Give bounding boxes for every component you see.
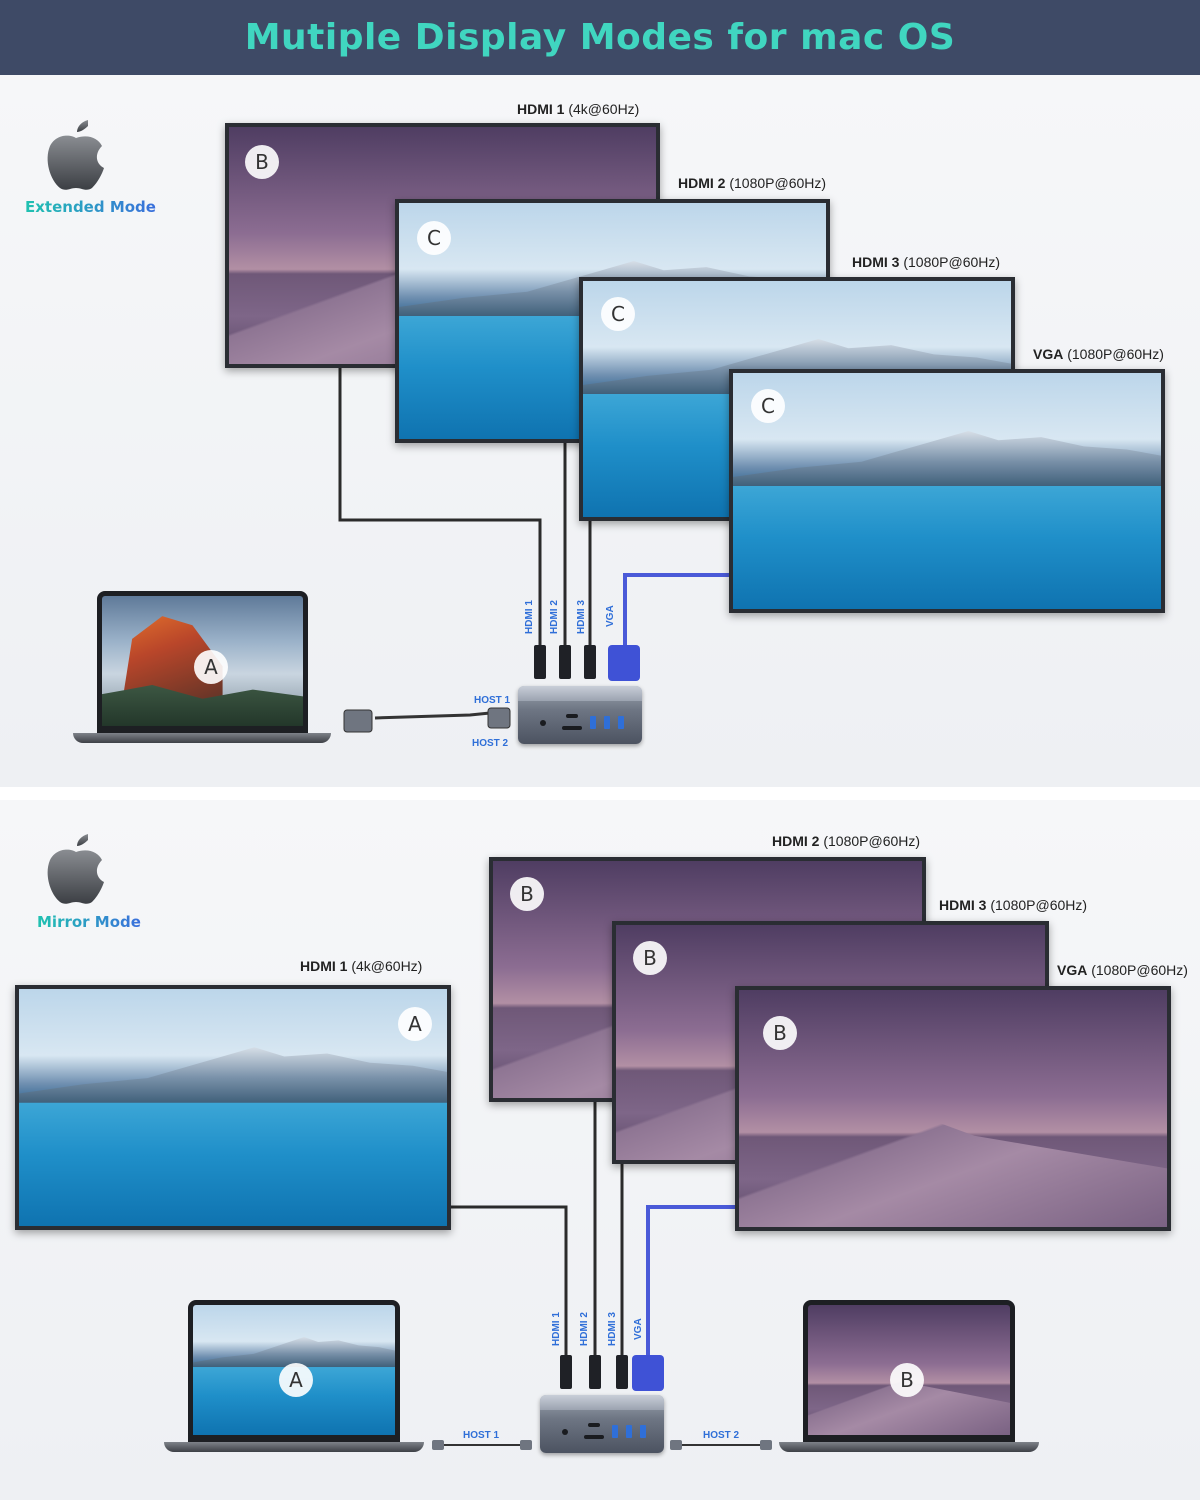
page-title: Mutiple Display Modes for mac OS bbox=[244, 17, 956, 58]
macbook: A bbox=[97, 591, 308, 733]
screen-badge: B bbox=[890, 1363, 924, 1397]
macbook-left-base bbox=[164, 1442, 424, 1452]
screen-badge: C bbox=[601, 297, 635, 331]
mirror-mode-label: Mirror Mode bbox=[37, 913, 141, 931]
screen-badge: A bbox=[194, 650, 228, 684]
header-banner: Mutiple Display Modes for mac OS bbox=[0, 0, 1200, 75]
screen-badge: B bbox=[633, 941, 667, 975]
usbc-port bbox=[566, 714, 578, 718]
macbook-left: A bbox=[188, 1300, 400, 1442]
monitor-vga: B bbox=[735, 986, 1171, 1231]
apple-logo-icon bbox=[47, 120, 104, 190]
monitor-label-hdmi2: HDMI 2 (1080P@60Hz) bbox=[678, 175, 827, 191]
apple-logo-icon bbox=[47, 834, 104, 904]
host1-label: HOST 1 bbox=[474, 695, 511, 706]
screen-badge: C bbox=[417, 221, 451, 255]
host1-label: HOST 1 bbox=[463, 1430, 500, 1441]
monitor-label-vga: VGA (1080P@60Hz) bbox=[1033, 346, 1164, 362]
cable-label-hdmi3: HDMI 3 bbox=[607, 1312, 618, 1346]
host2-label: HOST 2 bbox=[472, 738, 509, 749]
monitor-label-hdmi1: HDMI 1 (4k@60Hz) bbox=[517, 101, 640, 117]
screen-badge: A bbox=[279, 1363, 313, 1397]
screen-image bbox=[19, 989, 447, 1226]
cable-label-hdmi1: HDMI 1 bbox=[551, 1312, 562, 1346]
usb-port bbox=[640, 1425, 646, 1438]
screen-badge: B bbox=[763, 1016, 797, 1050]
screen-image bbox=[739, 990, 1167, 1227]
macbook-right: B bbox=[803, 1300, 1015, 1442]
monitor-label-vga: VGA (1080P@60Hz) bbox=[1057, 962, 1188, 978]
docking-station bbox=[540, 1395, 664, 1453]
monitor-label-hdmi2: HDMI 2 (1080P@60Hz) bbox=[772, 833, 921, 849]
macbook-right-base bbox=[779, 1442, 1039, 1452]
hub-top bbox=[518, 686, 642, 702]
screen-badge: C bbox=[751, 389, 785, 423]
screen-badge: B bbox=[510, 877, 544, 911]
usbc-port bbox=[588, 1423, 600, 1427]
monitor-label-hdmi3: HDMI 3 (1080P@60Hz) bbox=[852, 254, 1001, 270]
cable-label-vga: VGA bbox=[633, 1318, 644, 1340]
usb-port bbox=[590, 716, 596, 729]
audio-port bbox=[540, 720, 546, 726]
card-slot bbox=[562, 726, 582, 730]
monitor-label-hdmi1: HDMI 1 (4k@60Hz) bbox=[300, 958, 423, 974]
extended-cables bbox=[338, 365, 730, 733]
audio-port bbox=[562, 1429, 568, 1435]
screen-badge: B bbox=[245, 145, 279, 179]
monitor-hdmi1: A bbox=[15, 985, 451, 1230]
docking-station bbox=[518, 686, 642, 744]
usb-port bbox=[618, 716, 624, 729]
macbook-base bbox=[73, 733, 331, 743]
monitor-vga: C bbox=[729, 369, 1165, 613]
usb-port bbox=[626, 1425, 632, 1438]
extended-mode-label: Extended Mode bbox=[25, 198, 156, 216]
hub-top bbox=[540, 1395, 664, 1411]
host2-label: HOST 2 bbox=[703, 1430, 740, 1441]
cable-label-hdmi2: HDMI 2 bbox=[579, 1312, 590, 1346]
screen-badge: A bbox=[398, 1007, 432, 1041]
card-slot bbox=[584, 1435, 604, 1439]
screen-image bbox=[733, 373, 1161, 609]
usb-port bbox=[612, 1425, 618, 1438]
monitor-label-hdmi3: HDMI 3 (1080P@60Hz) bbox=[939, 897, 1088, 913]
usb-port bbox=[604, 716, 610, 729]
